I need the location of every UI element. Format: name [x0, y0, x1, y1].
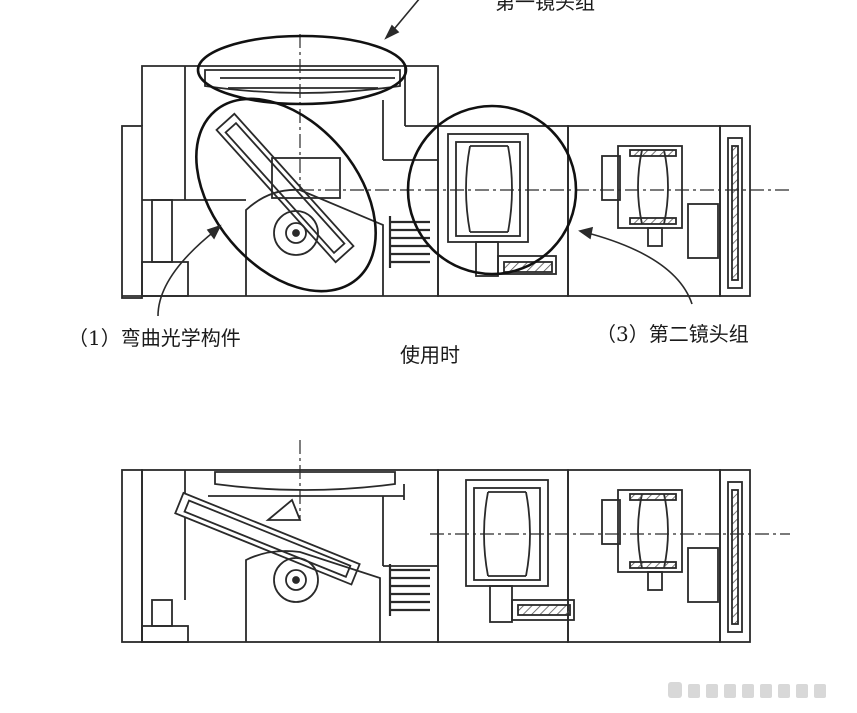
upper-housing-outline — [122, 65, 439, 297]
upper-bending-mirror — [215, 112, 355, 264]
callout-first-lens — [196, 34, 408, 106]
lower-first-lens — [214, 471, 396, 491]
watermark-icon — [668, 682, 826, 698]
lower-housing-end — [719, 469, 751, 643]
upper-housing-left — [121, 125, 143, 299]
lower-housing-left — [121, 469, 143, 643]
upper-spring — [388, 216, 430, 268]
lower-third-lens-group — [617, 489, 683, 573]
leader-second-lens-group — [583, 231, 693, 305]
upper-figure — [121, 65, 751, 299]
lower-spring — [388, 564, 430, 616]
upper-third-lens-group — [617, 145, 683, 229]
upper-housing-end — [719, 125, 751, 297]
second-lens-group-label: （3）第二镜头组 — [596, 322, 749, 346]
upper-sensor — [727, 137, 743, 289]
lower-lens-barrel — [465, 479, 549, 587]
lower-bending-mirror — [174, 491, 361, 586]
bending-optics-label: （1）弯曲光学构件 — [68, 326, 241, 350]
in-use-caption: 使用时 — [400, 343, 460, 367]
leader-bending-optic — [157, 229, 217, 317]
upper-first-lens — [204, 69, 401, 94]
lower-figure — [121, 469, 751, 643]
callout-second-lens-group — [406, 104, 578, 276]
upper-pivot — [273, 210, 319, 256]
upper-lens-barrel — [447, 133, 529, 243]
lower-pivot — [273, 557, 319, 603]
first-lens-group-label: 第一镜头组 — [495, 0, 595, 14]
callout-bending-optic — [195, 97, 377, 293]
lower-sensor — [727, 481, 743, 633]
